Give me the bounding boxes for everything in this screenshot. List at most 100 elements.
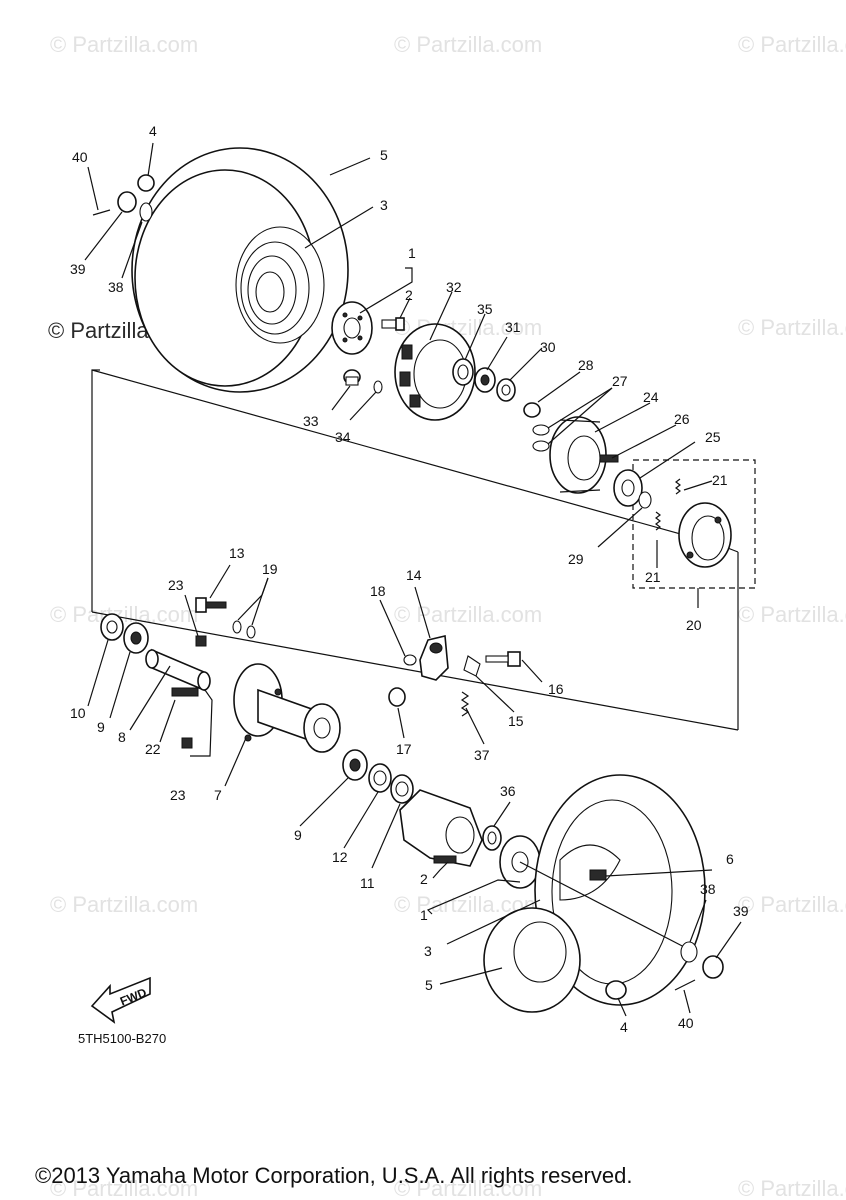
- bearing-9-left: [123, 622, 149, 654]
- brake-drum-32: [394, 323, 476, 421]
- callout-25: 25: [705, 429, 721, 445]
- callout-3: 3: [380, 197, 388, 213]
- copyright-notice: ©2013 Yamaha Motor Corporation, U.S.A. A…: [35, 1163, 632, 1188]
- seal-36: [482, 825, 502, 851]
- seal-12: [368, 763, 392, 793]
- spacer-8: [145, 648, 211, 692]
- part-6: [589, 869, 607, 881]
- bolt-23-lower: [181, 737, 193, 749]
- callout-2: 2: [420, 871, 428, 887]
- callout-9: 9: [97, 719, 105, 735]
- callout-14: 14: [406, 567, 422, 583]
- callout-13: 13: [229, 545, 245, 561]
- spring-37: [460, 691, 470, 717]
- pin-40-bottom: [674, 979, 696, 991]
- bolt-bottom: [433, 855, 457, 864]
- stud-22: [171, 687, 199, 697]
- washers-19: [232, 620, 256, 639]
- callout-5: 5: [425, 977, 433, 993]
- callout-29: 29: [568, 551, 584, 567]
- watermark: © Partzilla.com: [50, 602, 198, 627]
- seal-35: [452, 358, 474, 386]
- axle-hub-7: [233, 663, 341, 753]
- watermark: © Partzilla.com: [394, 602, 542, 627]
- callout-15: 15: [508, 713, 524, 729]
- nut-30: [496, 378, 516, 402]
- callout-40: 40: [678, 1015, 694, 1031]
- ring-29: [638, 491, 652, 509]
- stud-26: [599, 454, 619, 463]
- nut-28: [523, 402, 541, 418]
- callout-31: 31: [505, 319, 521, 335]
- callout-27: 27: [612, 373, 628, 389]
- callout-20: 20: [686, 617, 702, 633]
- callout-23: 23: [168, 577, 184, 593]
- pin-33: [343, 369, 361, 386]
- seal-11: [390, 774, 414, 804]
- callout-6: 6: [726, 851, 734, 867]
- bearing-31: [474, 367, 496, 393]
- nut-17: [388, 687, 406, 707]
- bracket-15: [463, 655, 481, 677]
- callout-11: 11: [360, 875, 375, 891]
- callout-36: 36: [500, 783, 516, 799]
- callout-32: 32: [446, 279, 462, 295]
- spring-21-lower: [655, 511, 661, 531]
- washers-27: [532, 424, 550, 452]
- spring-21-upper: [675, 478, 681, 495]
- pin-40-top: [92, 209, 111, 216]
- hub-top: [331, 301, 373, 355]
- watermark: © Partzilla.com: [738, 1176, 846, 1200]
- fwd-arrow: FWD: [90, 976, 151, 1024]
- diagram-code: 5TH5100-B270: [78, 1031, 166, 1046]
- leader-lines: [84, 142, 742, 1017]
- watermark: © Partzilla.com: [50, 892, 198, 917]
- bolt-top: [381, 317, 405, 331]
- callout-22: 22: [145, 741, 161, 757]
- callout-39: 39: [733, 903, 749, 919]
- washer-34: [373, 380, 383, 394]
- watermark: © Partzilla.com: [738, 315, 846, 340]
- callout-23: 23: [170, 787, 186, 803]
- nut-4-bottom: [605, 980, 627, 1000]
- callout-21: 21: [645, 569, 661, 585]
- callout-35: 35: [477, 301, 493, 317]
- nut-39-top: [117, 191, 137, 213]
- watermark: © Partzilla.com: [738, 32, 846, 57]
- callout-33: 33: [303, 413, 319, 429]
- watermark: © Partzilla.com: [50, 32, 198, 57]
- callout-1: 1: [420, 907, 428, 923]
- hub-25: [613, 469, 643, 507]
- callout-40: 40: [72, 149, 88, 165]
- callout-19: 19: [262, 561, 278, 577]
- callout-34: 34: [335, 429, 351, 445]
- callout-26: 26: [674, 411, 690, 427]
- watermark: © Partzilla.com: [738, 892, 846, 917]
- callout-7: 7: [214, 787, 222, 803]
- nut-39-bottom: [702, 955, 724, 979]
- watermark: © Partzilla.com: [738, 602, 846, 627]
- callout-21: 21: [712, 472, 728, 488]
- brake-drum-24: [549, 416, 607, 494]
- watermark: © Partzilla.com: [394, 32, 542, 57]
- callout-37: 37: [474, 747, 490, 763]
- callout-17: 17: [396, 741, 412, 757]
- nut-4-top: [137, 174, 155, 192]
- callout-labels: 4 40 39 38 5 3 1 2 32 35 31 30 28 27 24 …: [70, 123, 749, 1035]
- watermark: © Partzilla.com: [394, 1176, 542, 1200]
- callout-8: 8: [118, 729, 126, 745]
- bolt-16: [485, 651, 521, 667]
- callout-12: 12: [332, 849, 348, 865]
- brake-shoe-group-box: [632, 459, 756, 589]
- seal-10: [100, 613, 124, 641]
- callout-39: 39: [70, 261, 86, 277]
- callout-9: 9: [294, 827, 302, 843]
- watermark: © Partzilla.com: [50, 1176, 198, 1200]
- bolt-23-upper: [195, 635, 207, 647]
- bolt-13: [195, 597, 227, 613]
- axle-line: [519, 861, 691, 951]
- callout-24: 24: [643, 389, 659, 405]
- callout-18: 18: [370, 583, 386, 599]
- callout-38: 38: [700, 881, 716, 897]
- brake-shoes-20: [678, 502, 732, 568]
